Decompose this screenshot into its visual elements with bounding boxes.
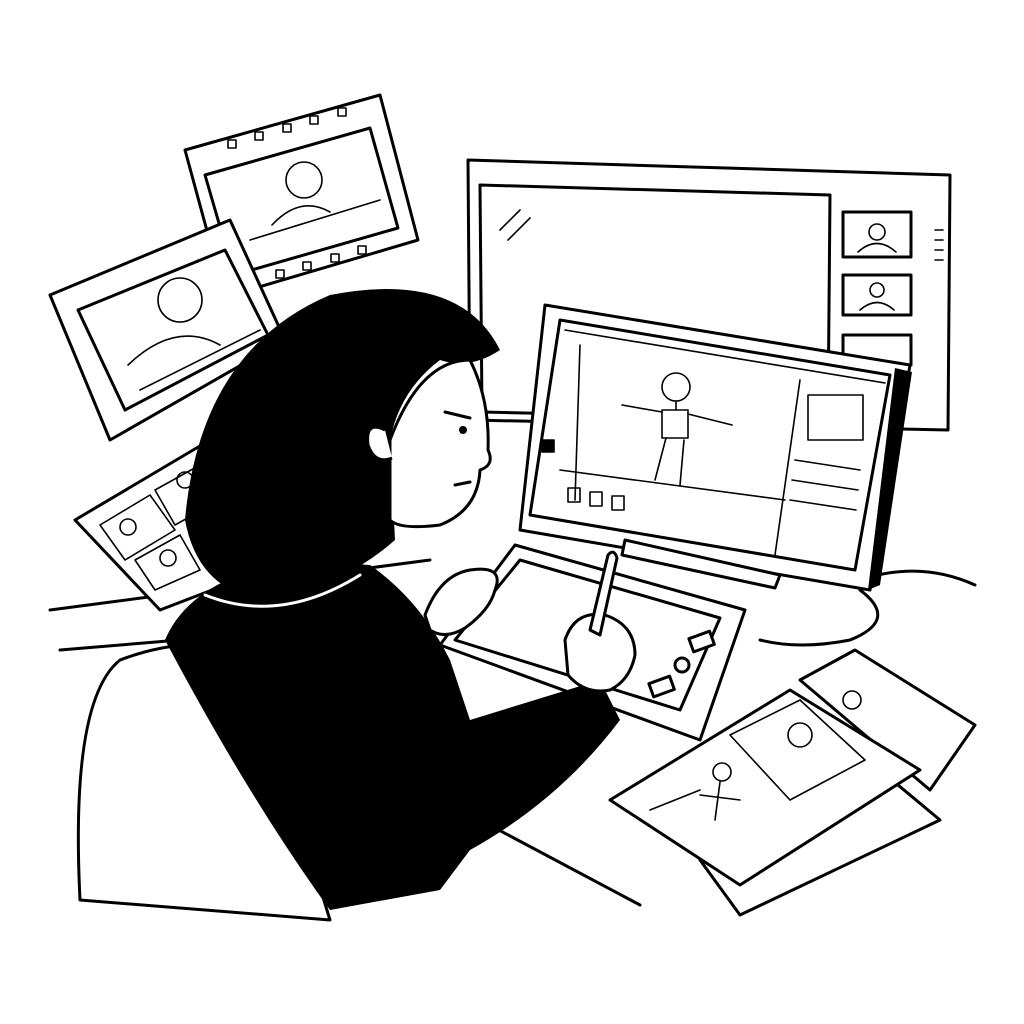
storyboard-right [608,648,977,917]
woman [165,289,637,910]
torso [165,560,620,910]
left-hand [423,567,499,636]
character-rig-icon [621,372,733,486]
preview-panel [807,394,864,441]
pen-display [518,303,912,592]
face [388,358,492,529]
animation-software-ui [541,329,886,556]
stylus-icon [588,550,619,637]
right-hand [563,612,637,693]
hair [185,289,500,600]
thumbnail-icon [841,210,913,259]
thumbnail-icon [841,273,913,317]
eye [459,426,467,434]
